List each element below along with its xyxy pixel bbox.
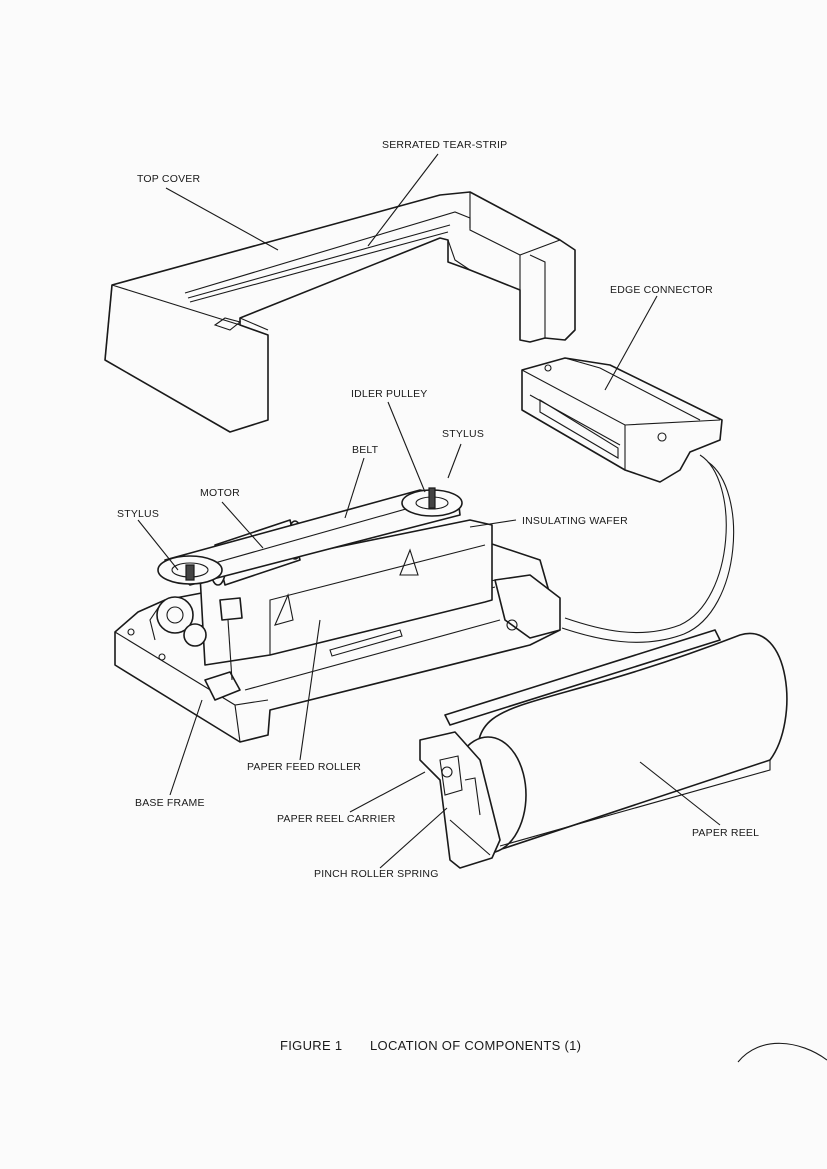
page-curl-mark [737,1042,827,1063]
serrated-tear-strip-label: SERRATED TEAR-STRIP [382,139,507,151]
belt-label: BELT [352,444,379,456]
motor-label: MOTOR [200,487,240,499]
leader-lines [137,153,721,869]
pinch-roller-spring-label: PINCH ROLLER SPRING [314,868,439,880]
paper-reel-label: PAPER REEL [692,827,759,839]
paper-reel-carrier-label: PAPER REEL CARRIER [277,813,396,825]
figure-title: LOCATION OF COMPONENTS (1) [370,1038,582,1053]
stylus-right-label: STYLUS [442,428,484,440]
insulating-wafer-label: INSULATING WAFER [522,515,628,527]
idler-pulley-label: IDLER PULLEY [351,388,428,400]
mechanism-drawing [114,487,561,743]
top-cover-drawing [104,191,576,433]
figure-number: FIGURE 1 [280,1038,343,1053]
paper-reel-drawing [419,629,788,869]
edge-connector-drawing [521,357,735,643]
stylus-left-label: STYLUS [117,508,159,520]
paper-feed-roller-label: PAPER FEED ROLLER [247,761,361,773]
top-cover-label: TOP COVER [137,173,200,185]
base-frame-label: BASE FRAME [135,797,205,809]
figure-caption: FIGURE 1 LOCATION OF COMPONENTS (1) [280,1038,581,1053]
edge-connector-label: EDGE CONNECTOR [610,284,713,296]
